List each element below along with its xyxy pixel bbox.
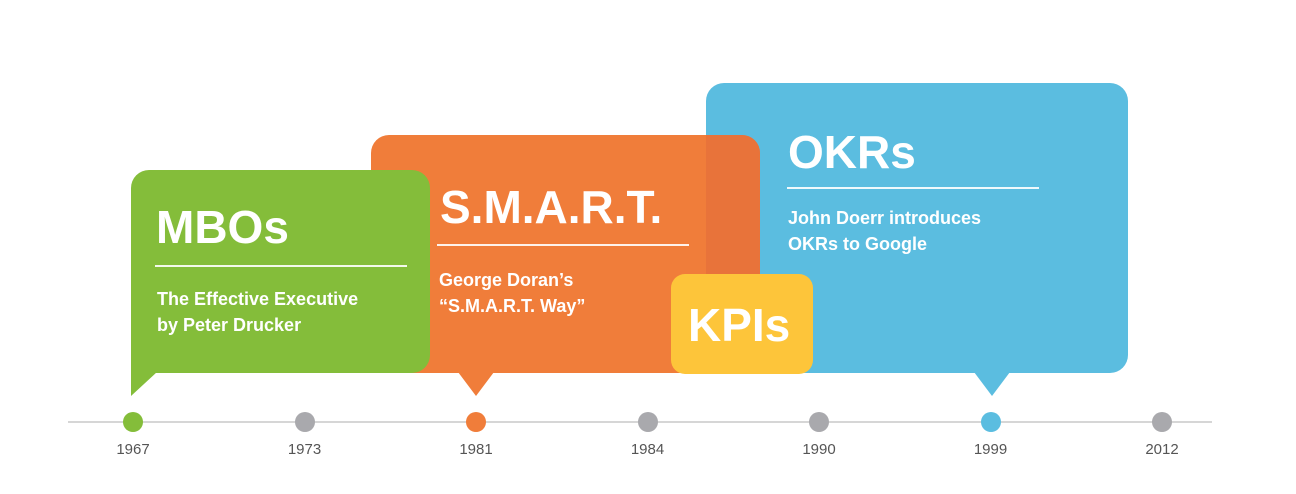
smart-card-pointer	[458, 372, 494, 396]
timeline-year-label: 1967	[116, 441, 150, 458]
okrs-description-line1: John Doerr introduces	[788, 208, 982, 228]
timeline-year-label: 1973	[287, 441, 322, 458]
timeline-year-label: 2012	[1145, 441, 1179, 458]
timeline-year-label: 1990	[802, 441, 836, 458]
mbos-description-line2: by Peter Drucker	[157, 315, 302, 335]
smart-description-line1: George Doran’s	[439, 270, 574, 290]
timeline-dot-1973	[294, 412, 315, 432]
mbos-description: The Effective Executive by Peter Drucker	[157, 286, 358, 338]
mbos-description-line1: The Effective Executive	[157, 289, 359, 309]
smart-title: S.M.A.R.T.	[440, 181, 663, 233]
okrs-divider	[787, 187, 1039, 189]
kpis-card	[671, 274, 813, 374]
smart-divider	[437, 244, 689, 246]
timeline-dot-1981	[466, 412, 486, 432]
okrs-description-line2: OKRs to Google	[788, 234, 927, 254]
smart-description-line2: “S.M.A.R.T. Way”	[439, 296, 586, 316]
timeline-dot-1990	[809, 412, 829, 432]
okrs-title: OKRs	[788, 126, 916, 178]
timeline-year-label: 1984	[630, 441, 665, 458]
mbos-card	[131, 170, 430, 373]
kpis-title: KPIs	[688, 299, 791, 351]
timeline-dot-1967	[123, 412, 143, 432]
okrs-card-pointer	[974, 372, 1010, 396]
mbos-title: MBOs	[156, 201, 289, 253]
okrs-description: John Doerr introduces OKRs to Google	[788, 205, 981, 257]
timeline-year-label: 1981	[459, 441, 493, 458]
smart-description: George Doran’s “S.M.A.R.T. Way”	[439, 267, 585, 319]
timeline-dot-2012	[1152, 412, 1172, 432]
mbos-card-pointer	[131, 372, 157, 396]
timeline-year-label: 1999	[973, 441, 1008, 458]
mbos-divider	[155, 265, 407, 267]
timeline-dot-1999	[980, 412, 1001, 432]
timeline-dot-1984	[637, 412, 658, 432]
